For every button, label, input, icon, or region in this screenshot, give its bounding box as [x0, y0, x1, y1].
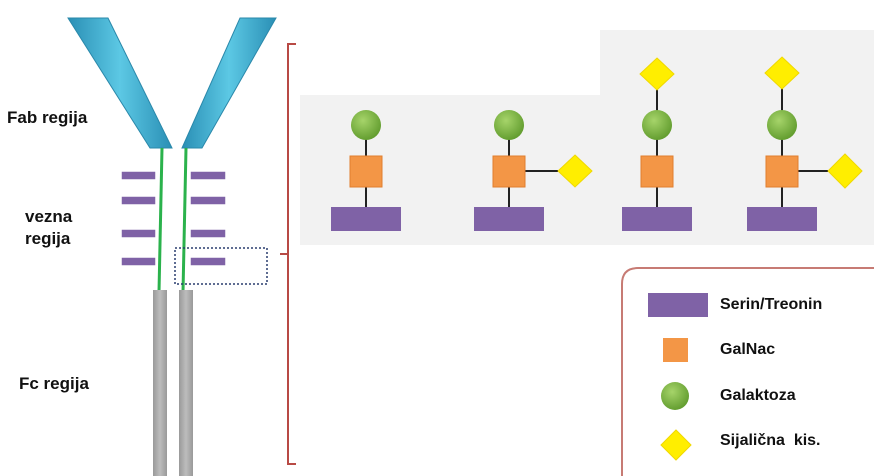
galnac-square	[640, 155, 674, 188]
serine-threonine-bar	[474, 207, 544, 231]
fc-stems	[153, 290, 193, 476]
fab-arm-right	[181, 17, 277, 149]
hinge-glycan-bars	[120, 170, 227, 267]
hinge-region-label-line1: vezna	[25, 207, 73, 226]
legend-label-galnac: GalNac	[720, 341, 776, 358]
fc-stem-right	[179, 290, 193, 476]
galactose-circle	[494, 110, 524, 140]
serine-threonine-bar	[747, 207, 817, 231]
fc-stem-left	[153, 290, 167, 476]
hinge-lines	[157, 147, 188, 293]
serine-threonine-bar	[331, 207, 401, 231]
fab-arms	[67, 17, 277, 149]
galactose-circle	[351, 110, 381, 140]
highlight-box	[174, 247, 268, 285]
red-bracket	[280, 43, 296, 465]
glycan-structure-3	[622, 57, 692, 231]
hinge-line-right	[181, 147, 188, 293]
legend-serine-threonine-symbol	[648, 293, 708, 317]
hinge-region-label-line2: regija	[25, 229, 71, 248]
sialic-acid-diamond	[827, 153, 863, 189]
fc-region-label: Fc regija	[19, 374, 89, 393]
legend-galactose-symbol	[661, 382, 689, 410]
sialic-acid-diamond	[764, 56, 800, 90]
glycan-structure-2	[474, 110, 593, 231]
legend-label-serine-threonine: Serin/Treonin	[720, 296, 823, 313]
hinge-line-left	[157, 147, 164, 293]
glycan-structure-1	[331, 110, 401, 231]
legend-label-galactose: Galaktoza	[720, 387, 796, 404]
serine-threonine-bar	[622, 207, 692, 231]
legend-galnac-symbol	[663, 338, 688, 362]
galactose-circle	[767, 110, 797, 140]
galnac-square	[765, 155, 799, 188]
fab-arm-left	[67, 17, 173, 149]
legend	[621, 267, 874, 476]
legend-sialic-acid-symbol	[660, 429, 692, 461]
legend-label-sialic-acid: Sijalična kis.	[720, 432, 821, 449]
sialic-acid-diamond	[557, 154, 593, 188]
galnac-square	[492, 155, 526, 188]
legend-border	[621, 267, 874, 476]
fab-region-label: Fab regija	[7, 108, 88, 127]
galnac-square	[349, 155, 383, 188]
sialic-acid-diamond	[639, 57, 675, 91]
glycan-structure-4	[747, 56, 863, 231]
galactose-circle	[642, 110, 672, 140]
